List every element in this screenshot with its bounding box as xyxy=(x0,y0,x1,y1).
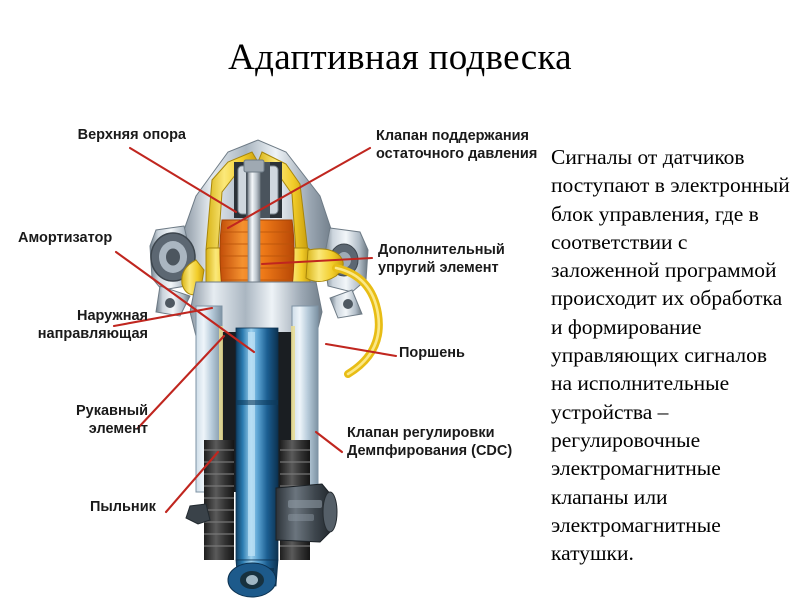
leader-shock-absorber xyxy=(114,250,256,354)
leader-cdc-valve xyxy=(314,430,344,454)
page-title: Адаптивная подвеска xyxy=(228,37,572,78)
callout-upper-mount: Верхняя опора xyxy=(77,127,186,143)
suspension-diagram: Верхняя опора Амортизатор Наружная напра… xyxy=(0,100,550,600)
suspension-illustration xyxy=(112,139,398,598)
leader-outer-guide xyxy=(112,306,214,328)
callout-piston: Поршень xyxy=(399,345,465,361)
leader-residual-valve xyxy=(226,146,372,230)
leader-dust-boot xyxy=(164,450,220,514)
callout-shock-absorber: Амортизатор xyxy=(18,230,113,246)
callout-residual-pressure-valve: Клапан поддержания остаточного давления xyxy=(376,128,538,162)
leader-sleeve-element xyxy=(136,334,226,430)
leader-lines xyxy=(112,146,398,514)
leader-additional-spring xyxy=(260,256,374,266)
callout-outer-guide: Наружная направляющая xyxy=(37,308,148,342)
callout-additional-spring: Дополнительный упругий элемент xyxy=(378,242,505,276)
callout-sleeve-element: Рукавный элемент xyxy=(75,403,148,437)
upper-mount-assembly xyxy=(149,139,383,378)
callout-dust-boot: Пыльник xyxy=(90,499,156,515)
leader-piston xyxy=(324,342,398,358)
description-paragraph: Сигналы от датчиков поступают в электрон… xyxy=(551,145,790,566)
leader-upper-mount xyxy=(128,146,238,214)
callout-cdc-valve: Клапан регулировки Демпфирования (CDC) xyxy=(347,425,513,459)
lower-mount-eye xyxy=(227,562,277,598)
damper-cylinder xyxy=(235,327,279,587)
cdc-valve-module xyxy=(185,483,338,543)
